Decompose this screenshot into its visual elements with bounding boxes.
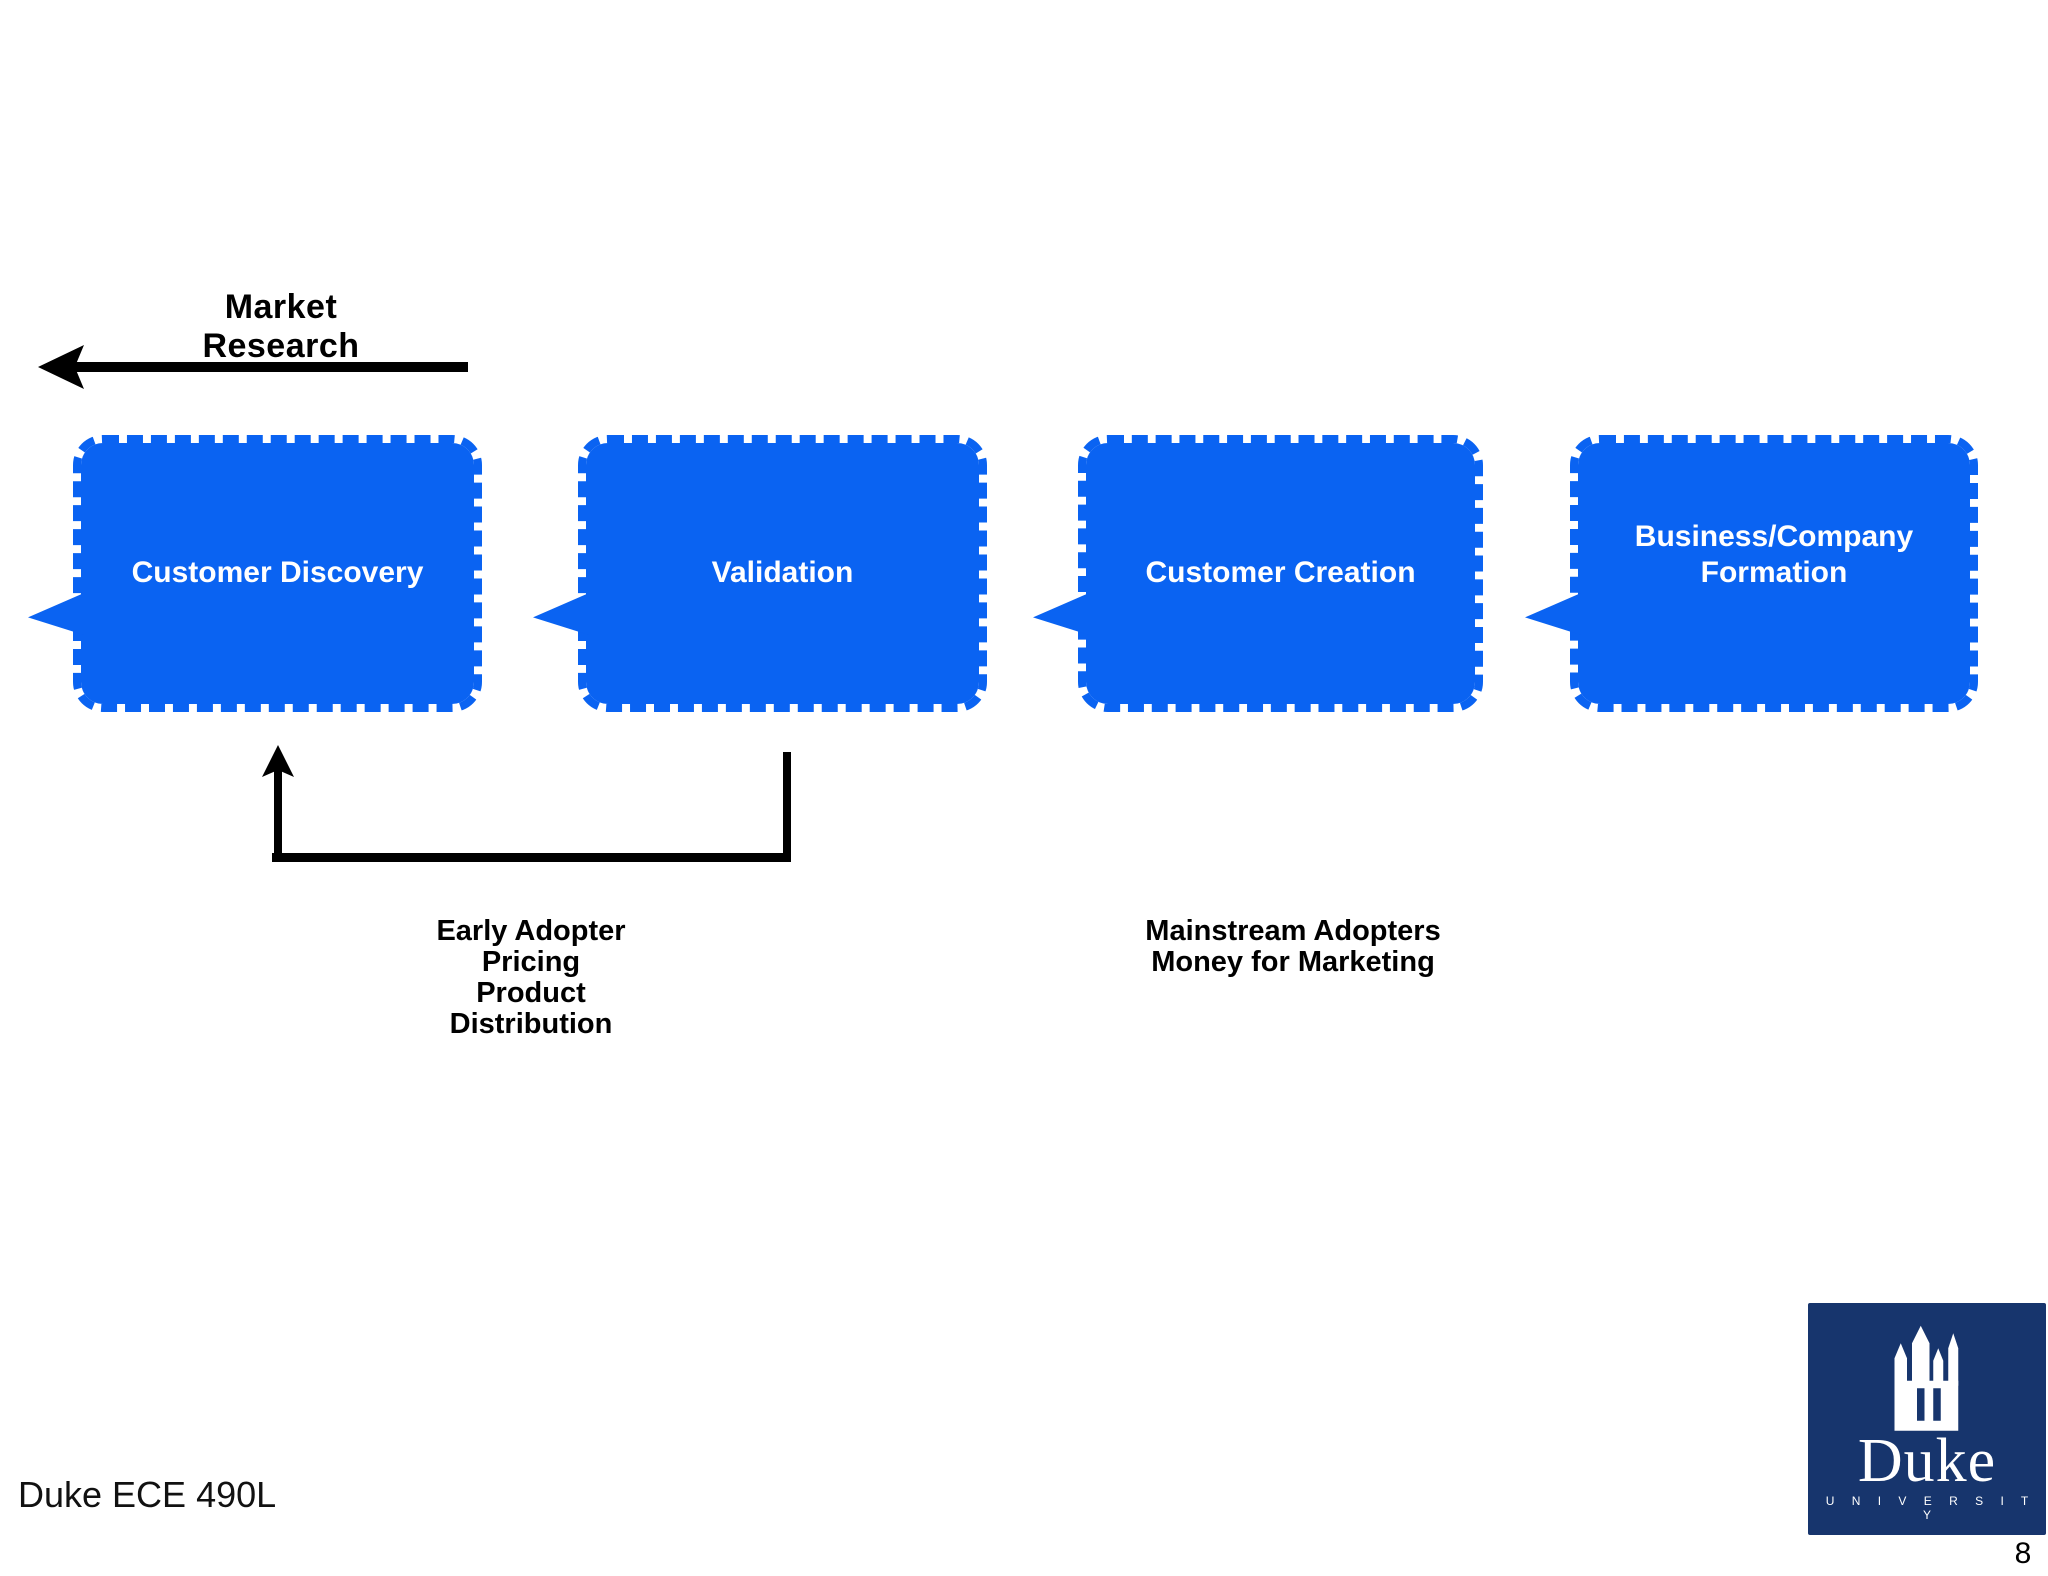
speech-tail-icon [533,593,589,635]
annotation-line: Early Adopter [436,915,626,947]
stage-business-company-formation: Business/Company Formation [1525,435,1978,712]
stage-label: Business/Company Formation [1634,520,1914,589]
annotation-line: Money for Marketing [1151,946,1435,978]
annotation-line: Distribution [449,1008,613,1040]
annotation-line: Pricing [481,946,581,978]
duke-university-logo: Duke U N I V E R S I T Y [1808,1303,2046,1535]
market-research-label: Market Research [202,288,360,365]
duke-wordmark: Duke [1857,1427,1997,1495]
stage-validation: Validation [533,435,987,712]
stage-label: Validation [711,556,854,589]
speech-tail-icon [1033,593,1089,635]
stage-customer-discovery: Customer Discovery [28,435,482,712]
duke-chapel-icon [1894,1325,1959,1431]
course-label: Duke ECE 490L [18,1474,277,1515]
feedback-loop-line-up [274,770,282,862]
feedback-loop-line-down [783,752,791,861]
mainstream-adopters-annotation: Mainstream Adopters Money for Marketing [1093,916,1493,978]
early-adopter-annotation: Early Adopter Pricing Product Distributi… [371,916,691,1040]
speech-tail-icon [28,593,84,635]
page-number: 8 [2014,1537,2032,1570]
speech-tail-icon [1525,593,1581,635]
stage-label: Customer Discovery [131,556,424,589]
annotation-line: Product [476,977,586,1009]
stage-label: Customer Creation [1145,556,1416,589]
market-research-arrow-line [72,362,468,372]
annotation-line: Mainstream Adopters [1145,915,1441,947]
feedback-loop-line-across [272,853,791,862]
duke-university-subtext: U N I V E R S I T Y [1825,1494,2036,1522]
stage-customer-creation: Customer Creation [1033,435,1483,712]
